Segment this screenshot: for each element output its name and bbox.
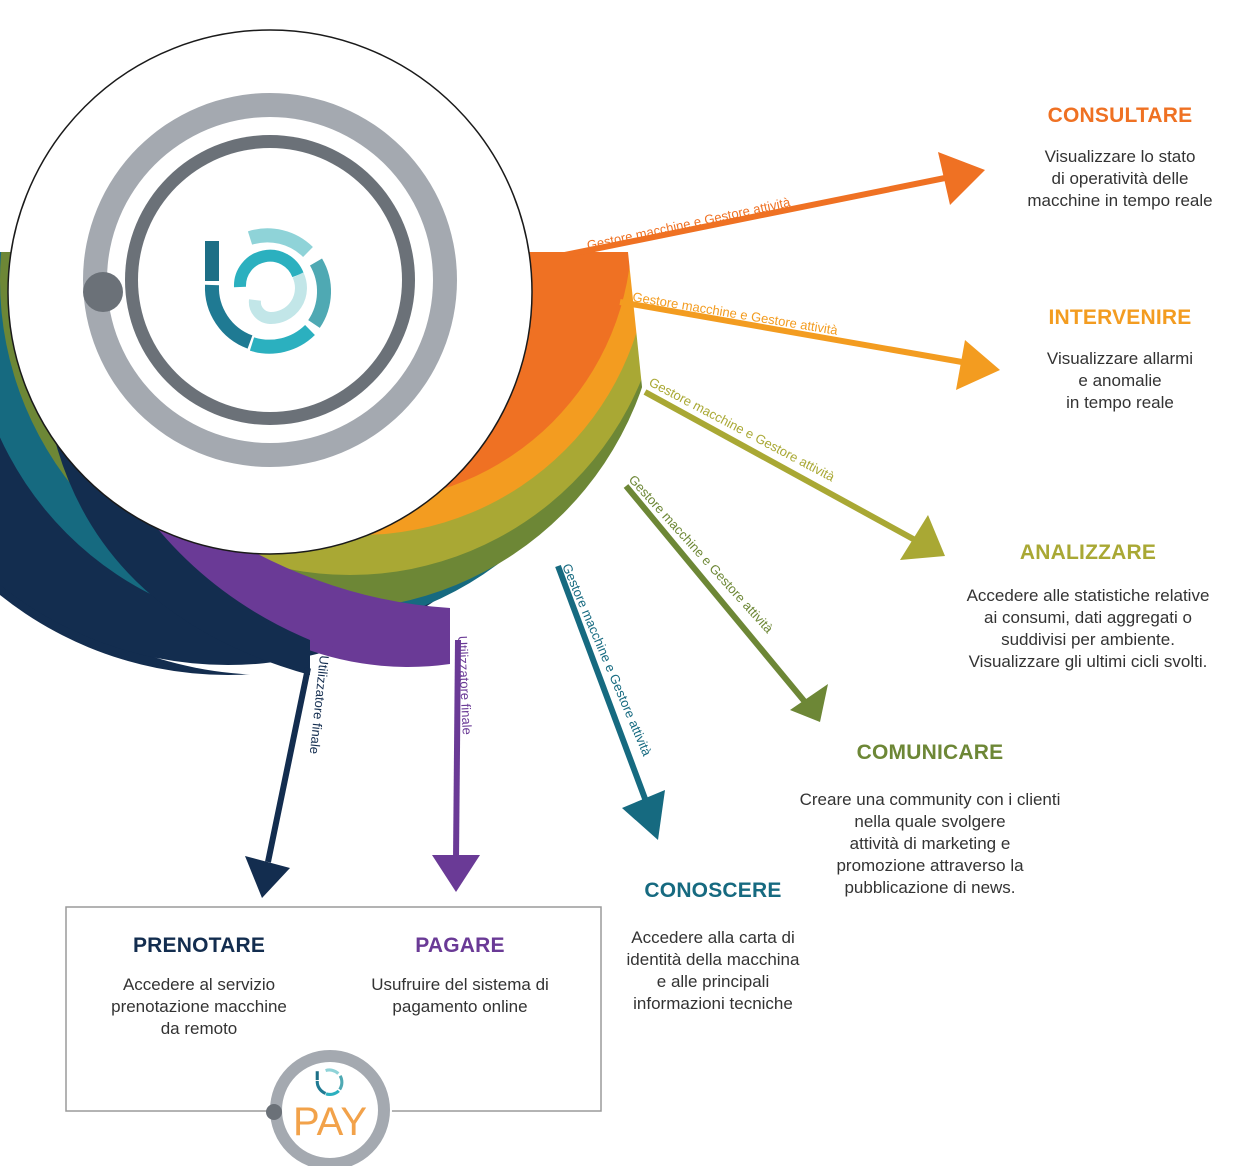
desc-intervenire: Visualizzare allarmi e anomalie in tempo… [1046,349,1194,412]
title-comunicare: COMUNICARE [856,741,1004,764]
section-prenotare: PRENOTARE Accedere al servizio prenotazi… [88,934,310,1040]
arrow-analizzare [643,389,945,560]
arrow-conoscere [555,564,665,840]
desc-consultare: Visualizzare lo stato di operatività del… [1027,147,1213,210]
desc-conoscere: Accedere alla carta di identità della ma… [626,928,800,1013]
arrow-intervenire [619,299,1000,390]
title-conoscere: CONOSCERE [644,879,782,902]
title-prenotare: PRENOTARE [132,934,266,957]
arrow-pagare [432,639,480,892]
section-intervenire: INTERVENIRE Visualizzare allarmi e anoma… [1000,306,1240,414]
arrow-label-conoscere: Gestore macchine e Gestore attività [559,561,655,759]
desc-pagare: Usufruire del sistema di pagamento onlin… [371,975,549,1016]
section-consultare: CONSULTARE Visualizzare lo stato di oper… [1000,104,1240,212]
section-conoscere: CONOSCERE Accedere alla carta di identit… [600,879,826,1015]
ring-knob [83,272,123,312]
title-pagare: PAGARE [415,934,505,957]
title-consultare: CONSULTARE [1047,104,1193,127]
section-pagare: PAGARE Usufruire del sistema di pagament… [340,934,580,1018]
arrow-label-pagare: Utilizzatore finale [455,635,475,735]
desc-prenotare: Accedere al servizio prenotazione macchi… [111,975,287,1038]
arrow-comunicare [623,484,828,722]
desc-comunicare: Creare una community con i clienti nella… [799,790,1061,897]
title-analizzare: ANALIZZARE [1019,541,1157,564]
main-logo-spiral-logo-icon [204,228,332,354]
pay-logo: PAY [266,1048,392,1166]
pay-spiral-logo-icon [315,1068,344,1096]
arrow-consultare [559,152,985,259]
arrow-prenotare [245,667,311,898]
desc-analizzare: Accedere alle statistiche relative ai co… [966,586,1210,671]
title-intervenire: INTERVENIRE [1048,306,1192,329]
pay-text: PAY [293,1100,367,1144]
section-comunicare: COMUNICARE Creare una community con i cl… [770,741,1090,899]
section-analizzare: ANALIZZARE Accedere alle statistiche rel… [930,541,1246,673]
